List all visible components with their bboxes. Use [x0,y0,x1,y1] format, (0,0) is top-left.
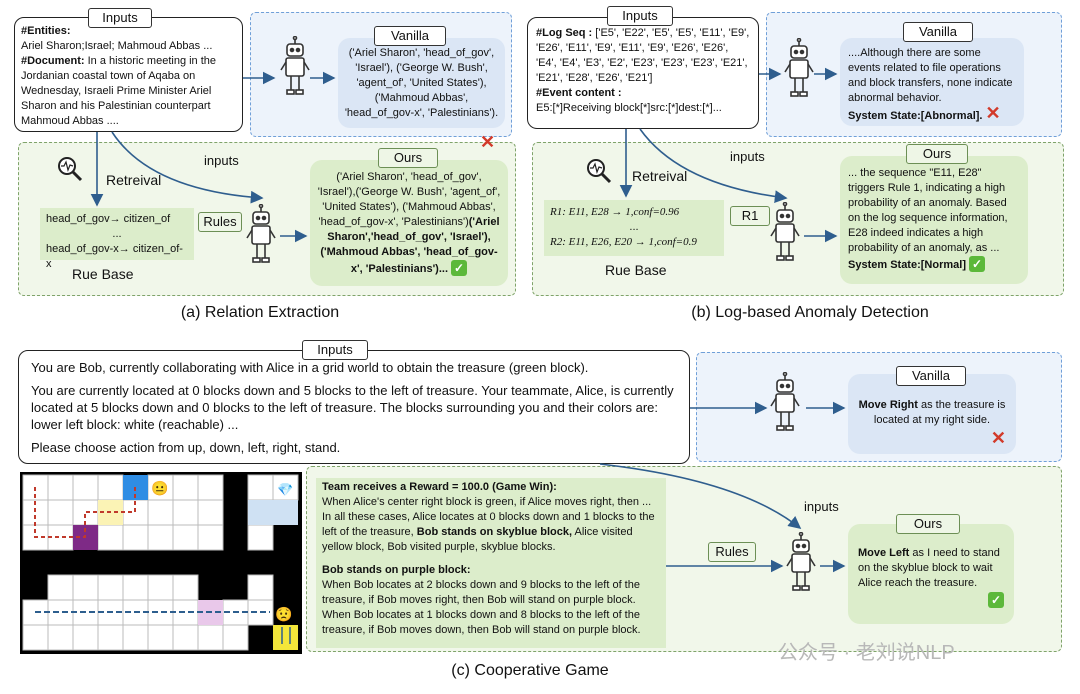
panel-a-input-box: #Entities: Ariel Sharon;Israel; Mahmoud … [14,17,243,132]
rule-line: head_of_gov-x→ citizen_of-x [46,243,183,270]
wrong-icon: ✕ [480,132,496,152]
panel-a-rule-base: head_of_gov→ citizen_of ... head_of_gov-… [40,208,194,270]
robot-icon [246,204,276,268]
panel-a-rue-base-label: Rue Base [72,266,134,282]
panel-b-caption: (b) Log-based Anomaly Detection [691,304,929,321]
panel-c-line1: You are Bob, currently collaborating wit… [31,360,589,375]
document-text: In a historic meeting in the Jordanian c… [21,55,217,127]
panel-b-ours-tag: Ours [906,144,968,164]
panel-c-rule-text: Team receives a Reward = 100.0 (Game Win… [316,478,666,648]
magnifier-icon [57,156,83,187]
panel-c-line3: Please choose action from up, down, left… [31,440,341,455]
event-title: #Event content : [536,87,622,99]
panel-a-ours-tag: Ours [378,148,438,168]
panel-b-vanilla-bubble: ....Although there are some events relat… [840,38,1024,126]
rule-body: When Bob locates at 2 blocks down and 9 … [322,579,640,606]
rule-line: R1: E11, E28 → 1,conf=0.96 [550,206,680,218]
robot-icon [770,202,800,266]
panel-b-vanilla-text: ....Although there are some events relat… [848,47,1013,104]
wrong-icon: ✕ [990,428,1006,448]
panel-b-rule-base: R1: E11, E28 → 1,conf=0.96 ... R2: E11, … [544,200,724,256]
logseq-text: ['E5', 'E22', 'E5', 'E5', 'E11', 'E9', '… [536,27,750,84]
panel-b-ours-state: System State:[Normal] [848,259,966,271]
magnifier-icon [586,158,612,189]
robot-icon [280,36,310,100]
panel-c-caption: (c) Cooperative Game [451,662,609,679]
robot-icon [770,372,800,436]
panel-b-ours-bubble: ... the sequence "E11, E28" triggers Rul… [840,156,1028,284]
rule-head: Team receives a Reward = 100.0 (Game Win… [322,481,557,493]
panel-b-inputs-tag: Inputs [607,6,673,26]
panel-c-inputs-arrow-label: inputs [804,499,839,514]
panel-a-ours-bubble: ('Ariel Sharon', 'head_of_gov', 'Israel'… [310,160,508,286]
rule-body-bold: Bob stands on skyblue block, [416,526,573,538]
panel-c-ours-bubble: Move Left as I need to stand on the skyb… [848,524,1014,624]
rule-line: head_of_gov→ citizen_of [46,213,171,225]
panel-b-retreival-label: Retreival [632,168,688,184]
svg-text:😟: 😟 [275,606,292,622]
panel-a-vanilla-tag: Vanilla [374,26,446,46]
panel-c-inputs-tag: Inputs [302,340,368,360]
panel-c-vanilla-bold: Move Right [858,399,918,411]
panel-a-ours-bold: ('Ariel Sharon','head_of_gov', 'Israel')… [320,216,500,275]
svg-text:💎: 💎 [277,482,293,497]
grid-world: 😐 💎 😟 [20,472,302,654]
panel-c-vanilla-bubble: Move Right as the treasure is located at… [848,374,1016,454]
rule-dots: ... [629,221,639,233]
svg-text:😐: 😐 [151,480,168,496]
panel-a-vanilla-bubble: ('Ariel Sharon', 'head_of_gov', 'Israel'… [338,38,505,128]
panel-a-vanilla-text: ('Ariel Sharon', 'head_of_gov', 'Israel'… [344,47,499,119]
entities-text: Ariel Sharon;Israel; Mahmoud Abbas ... [21,40,213,52]
rule-head: Bob stands on purple block: [322,564,471,576]
event-text: E5:[*]Receiving block[*]src:[*]dest:[*].… [536,102,722,114]
rule-body: When Bob locates at 1 blocks down and 8 … [322,609,641,636]
panel-c-vanilla-tag: Vanilla [896,366,966,386]
panel-c-line2: You are currently located at 0 blocks do… [31,383,674,432]
logseq-title: #Log Seq : [536,27,593,39]
watermark: 公众号 · 老刘说NLP [778,642,955,664]
panel-b-vanilla-state: System State:[Abnormal]. [848,110,983,122]
wrong-icon: ✕ [985,103,1001,123]
rule-body: Alice visited yellow block, Bob visited … [322,526,633,553]
panel-a-rules-tag: Rules [198,212,242,232]
entities-title: #Entities: [21,25,71,37]
panel-b-inputs-arrow-label: inputs [730,149,765,164]
check-icon: ✓ [988,592,1004,608]
panel-a-retreival-label: Retreival [106,172,162,188]
robot-icon [786,532,816,596]
rule-line: R2: E11, E26, E20 → 1,conf=0.9 [550,236,697,248]
panel-b-rue-base-label: Rue Base [605,262,667,278]
panel-a-caption: (a) Relation Extraction [180,304,340,321]
panel-a-inputs-tag: Inputs [88,8,152,28]
panel-b-r1-tag: R1 [730,206,770,226]
check-icon: ✓ [969,256,986,272]
check-icon: ✓ [451,260,468,276]
document-title: #Document: [21,55,85,67]
panel-c-vanilla-text: as the treasure is located at my right s… [873,399,1006,426]
panel-b-input-box: #Log Seq : ['E5', 'E22', 'E5', 'E5', 'E1… [527,17,759,129]
panel-c-ours-text: as I need to stand on the skyblue block … [858,547,1000,589]
panel-c-rules-tag: Rules [708,542,756,562]
panel-c-input-box: You are Bob, currently collaborating wit… [18,350,690,464]
rule-dots: ... [112,228,122,240]
rule-body: When Alice's center right block is green… [322,496,655,538]
robot-icon [784,38,814,102]
panel-a-ours-text: ('Ariel Sharon', 'head_of_gov', 'Israel'… [317,171,501,228]
panel-a-inputs-arrow-label: inputs [204,153,239,168]
panel-b-ours-text: ... the sequence "E11, E28" triggers Rul… [848,167,1008,254]
panel-c-ours-tag: Ours [896,514,960,534]
panel-b-vanilla-tag: Vanilla [903,22,973,42]
panel-c-ours-bold: Move Left [858,547,910,559]
